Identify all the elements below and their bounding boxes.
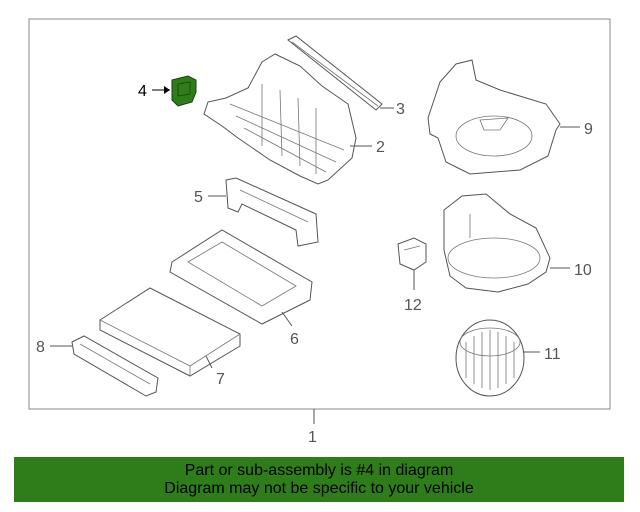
callout-1: 1 — [308, 429, 317, 446]
part-5-bracket[interactable] — [225, 177, 319, 247]
part-6-filter-frame[interactable] — [169, 229, 313, 325]
leader-7 — [205, 355, 213, 369]
banner-line-2: Diagram may not be specific to your vehi… — [164, 479, 474, 497]
part-8-filter-cover[interactable] — [71, 335, 159, 397]
callout-7: 7 — [216, 371, 225, 388]
part-3-seal-strip[interactable] — [287, 35, 383, 111]
banner-line-1: Part or sub-assembly is #4 in diagram — [184, 461, 454, 479]
part-7-cabin-filter[interactable] — [99, 287, 241, 377]
part-11-blower-motor[interactable] — [455, 319, 525, 397]
callout-5: 5 — [194, 189, 203, 206]
callout-8: 8 — [36, 339, 45, 356]
leader-lines — [50, 86, 580, 424]
part-4-actuator[interactable] — [171, 75, 197, 107]
callout-3: 3 — [396, 101, 405, 118]
callout-4: 4 — [138, 83, 147, 100]
callout-10: 10 — [574, 262, 592, 279]
part-12-resistor[interactable] — [397, 237, 427, 271]
callout-9: 9 — [584, 121, 593, 138]
callout-11: 11 — [544, 346, 561, 363]
info-banner: Part or sub-assembly is #4 in diagram Di… — [14, 457, 624, 502]
part-2-intake-housing[interactable] — [203, 53, 357, 185]
callout-12: 12 — [404, 297, 422, 314]
callout-2: 2 — [376, 139, 385, 156]
leader-6 — [281, 311, 293, 327]
part-9-upper-blower-case[interactable] — [427, 59, 561, 175]
part-10-lower-blower-case[interactable] — [443, 193, 551, 293]
leader-4-arrow — [164, 86, 170, 94]
callout-6: 6 — [290, 331, 299, 348]
